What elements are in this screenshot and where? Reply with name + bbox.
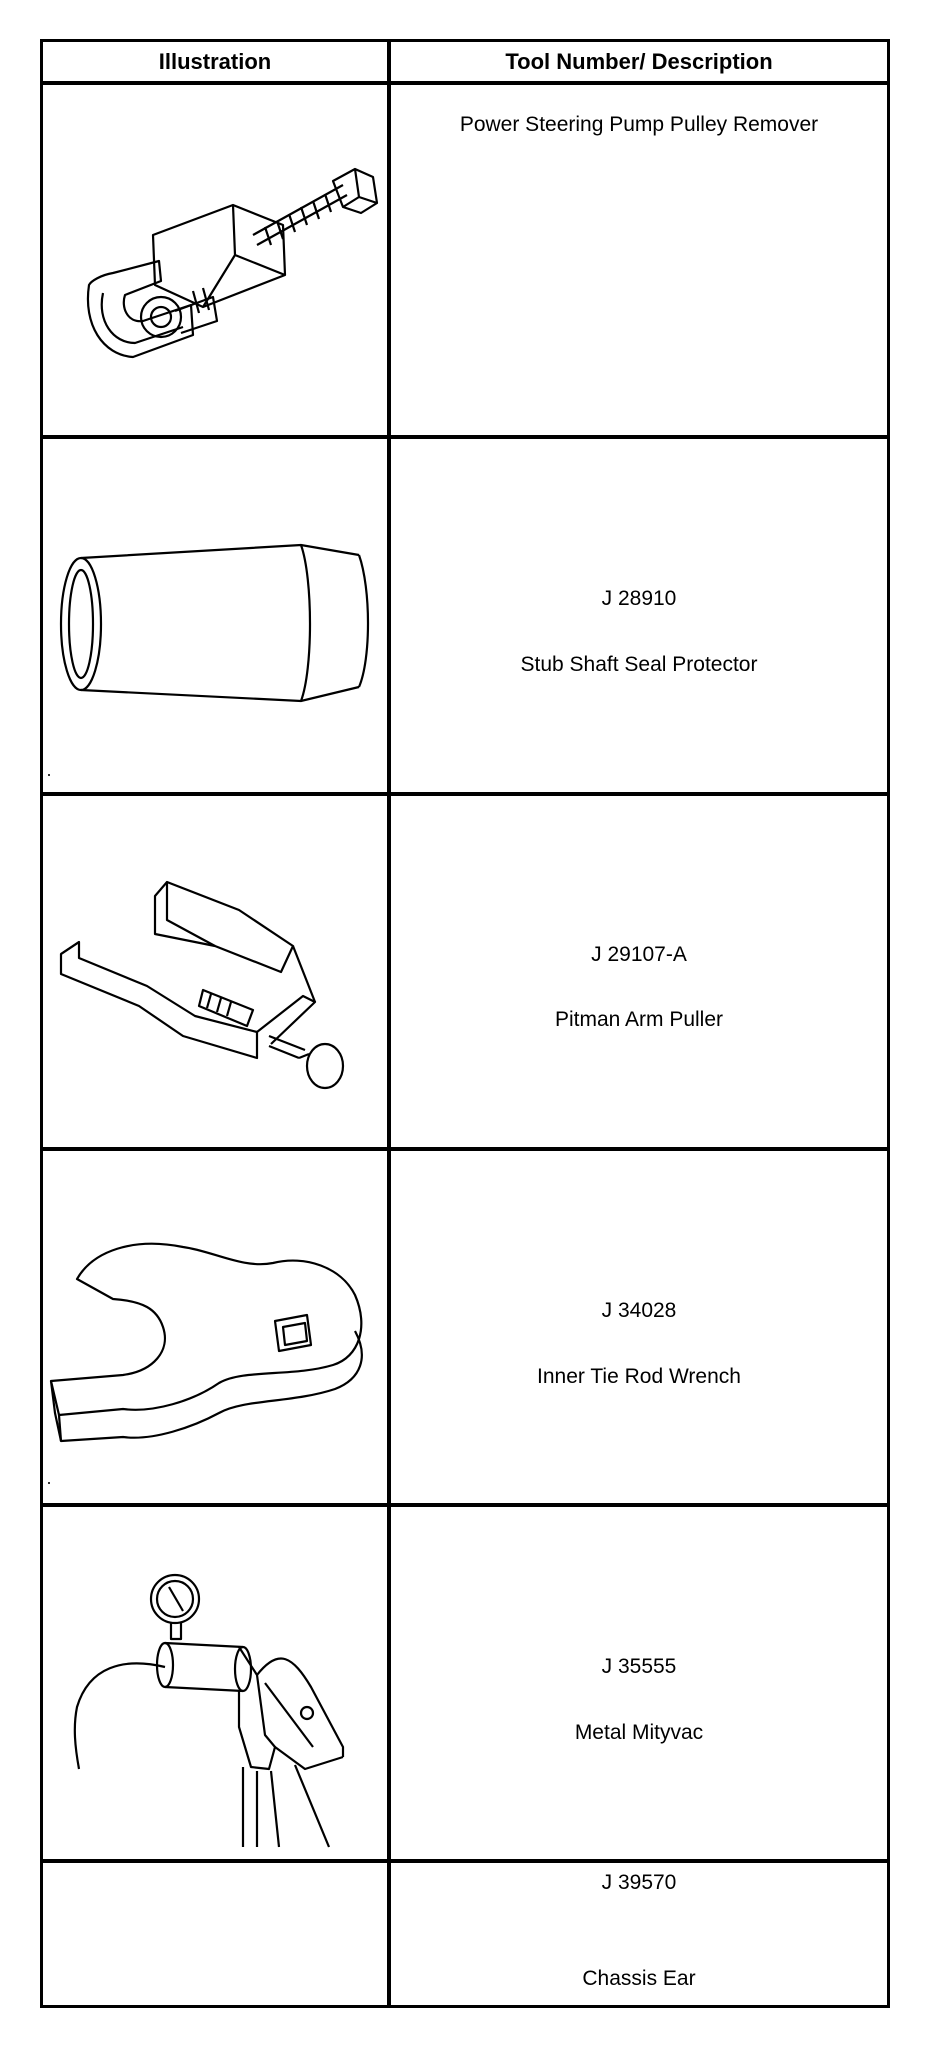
table-row-description: J 34028 Inner Tie Rod Wrench xyxy=(391,1151,887,1503)
table-row-description: J 28910 Stub Shaft Seal Protector xyxy=(391,439,887,792)
tool-description: Power Steering Pump Pulley Remover xyxy=(459,113,819,136)
table-row-description: J 39570 Chassis Ear xyxy=(391,1863,887,2008)
tool-description: Metal Mityvac xyxy=(574,1721,704,1744)
tool-number: J 35555 xyxy=(601,1655,677,1678)
tool-description: Pitman Arm Puller xyxy=(554,1008,724,1031)
tool-description: Chassis Ear xyxy=(582,1967,696,1990)
scan-speck xyxy=(48,1482,50,1484)
tool-number: J 28910 xyxy=(601,587,677,610)
table-row-illustration xyxy=(43,1507,387,1859)
table-row-illustration xyxy=(43,796,387,1147)
row-divider xyxy=(43,1503,887,1507)
header-description: Tool Number/ Description xyxy=(505,48,773,74)
table-row-description: J 35555 Metal Mityvac xyxy=(391,1507,887,1859)
tie-rod-wrench-icon xyxy=(49,1242,363,1443)
tool-number: J 39570 xyxy=(601,1871,677,1894)
row-divider xyxy=(43,1859,887,1863)
header-illustration: Illustration xyxy=(158,48,272,74)
table-row-illustration xyxy=(43,1863,387,2008)
table-row-description: J 29107-A Pitman Arm Puller xyxy=(391,796,887,1147)
pulley-remover-icon xyxy=(86,167,379,359)
header-divider xyxy=(43,81,887,85)
tool-number: J 34028 xyxy=(601,1299,677,1322)
table-row-illustration xyxy=(43,439,387,792)
table-row-illustration xyxy=(43,1151,387,1503)
row-divider xyxy=(43,1147,887,1151)
row-divider xyxy=(43,792,887,796)
column-divider xyxy=(387,42,391,2005)
table-row-illustration xyxy=(43,85,387,435)
tool-table: Illustration Tool Number/ Description xyxy=(40,39,890,2008)
tool-description: Stub Shaft Seal Protector xyxy=(520,653,758,676)
row-divider xyxy=(43,435,887,439)
tool-number: J 29107-A xyxy=(591,943,687,966)
seal-protector-icon xyxy=(59,543,370,703)
pitman-arm-puller-icon xyxy=(59,880,345,1090)
tool-description: Inner Tie Rod Wrench xyxy=(537,1365,741,1388)
scan-speck xyxy=(48,774,50,776)
mityvac-icon xyxy=(73,1573,345,1848)
table-row-description: Power Steering Pump Pulley Remover xyxy=(391,85,887,435)
